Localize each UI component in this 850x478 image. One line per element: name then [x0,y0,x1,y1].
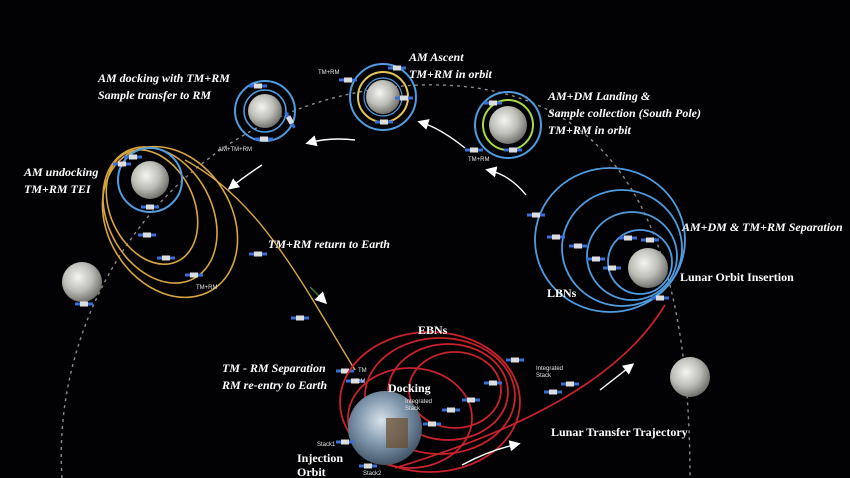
moon-icon [131,161,169,199]
label-docking: Docking [388,381,431,395]
label-ltt: Lunar Transfer Trajectory [551,425,688,439]
moon-icon [62,262,102,302]
tag-tmrm-top: TM+RM [318,70,340,76]
label-loi: Lunar Orbit Insertion [680,270,794,284]
tag-stack1: Stack1 [317,442,336,448]
moon-station-loi [527,167,686,313]
moon-icon [670,357,710,397]
moon-icon [628,248,668,288]
moon-icon [489,106,527,144]
moon-station-ascent [339,63,417,131]
earth-orbits [336,331,524,473]
label-ebns: EBNs [418,323,448,337]
tag-am-tm-rm: AM+TM+RM [218,147,253,153]
moon-icon [366,80,400,114]
label-return-earth: TM+RM return to Earth [268,237,390,251]
moon-station-undocking [101,145,239,299]
moon-station-docking [234,80,297,142]
tag-tm: TM [358,368,367,374]
tag-rm: RM [356,379,366,385]
tag-stack2: Stack2 [363,471,382,477]
lunar-transfer-path [394,304,666,469]
tag-tmrm-right: TM+RM [468,157,490,163]
moon-icon [248,94,282,128]
label-landing: AM+DM Landing &Sample collection (South … [548,89,701,137]
label-am-dm-separation: AM+DM & TM+RM Separation [682,220,843,234]
moon-station-landing [465,91,542,159]
arrow-icon [227,119,635,466]
label-lbns: LBNs [547,286,577,300]
return-path [184,159,356,371]
tag-tmrm-left: TM+RM [196,285,218,291]
